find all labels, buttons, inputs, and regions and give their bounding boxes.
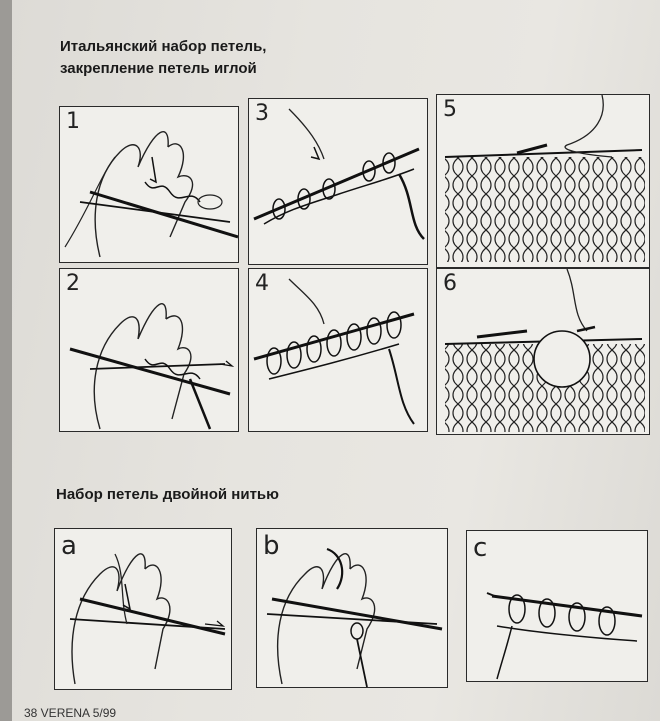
hand-casting-illustration-2 (69, 303, 235, 430)
step-number-4: 4 (255, 271, 269, 296)
step-number-2: 2 (66, 271, 80, 296)
double-thread-loops-illustration-c (486, 592, 643, 680)
knitted-fabric-illustration-6 (444, 269, 645, 432)
heading-line-2: закрепление петель иглой (60, 60, 257, 77)
step-number-1: 1 (66, 109, 80, 134)
double-thread-hand-illustration-b (266, 547, 443, 687)
illustration-panel-5: 5 (436, 94, 650, 268)
illustration-panel-a: a (54, 528, 232, 690)
illustration-panel-6: 6 (436, 268, 650, 435)
page-footer: 38 VERENA 5/99 (24, 706, 117, 720)
step-letter-a: a (61, 531, 77, 561)
step-number-6: 6 (443, 271, 457, 296)
step-letter-b: b (263, 531, 280, 561)
needle-loops-illustration-4 (253, 278, 415, 425)
illustration-panel-3: 3 (248, 98, 428, 265)
heading-line-1: Итальянский набор петель, (60, 38, 267, 55)
needle-loops-illustration (253, 108, 425, 240)
step-number-5: 5 (443, 97, 457, 122)
heading-double-thread-cast-on: Набор петель двойной нитью (56, 486, 279, 503)
double-thread-hand-illustration-a (69, 553, 226, 685)
step-letter-c: c (473, 533, 488, 563)
hand-casting-illustration (64, 131, 238, 258)
illustration-panel-c: c (466, 530, 648, 682)
knitted-fabric-illustration (444, 95, 645, 262)
step-number-3: 3 (255, 101, 269, 126)
illustration-panel-b: b (256, 528, 448, 688)
illustration-panel-4: 4 (248, 268, 428, 432)
magazine-page: Итальянский набор петель, закрепление пе… (12, 0, 660, 721)
illustration-panel-1: 1 (59, 106, 239, 263)
heading-italian-cast-on: Итальянский набор петель, закрепление пе… (60, 36, 266, 80)
illustration-panel-2: 2 (59, 268, 239, 432)
